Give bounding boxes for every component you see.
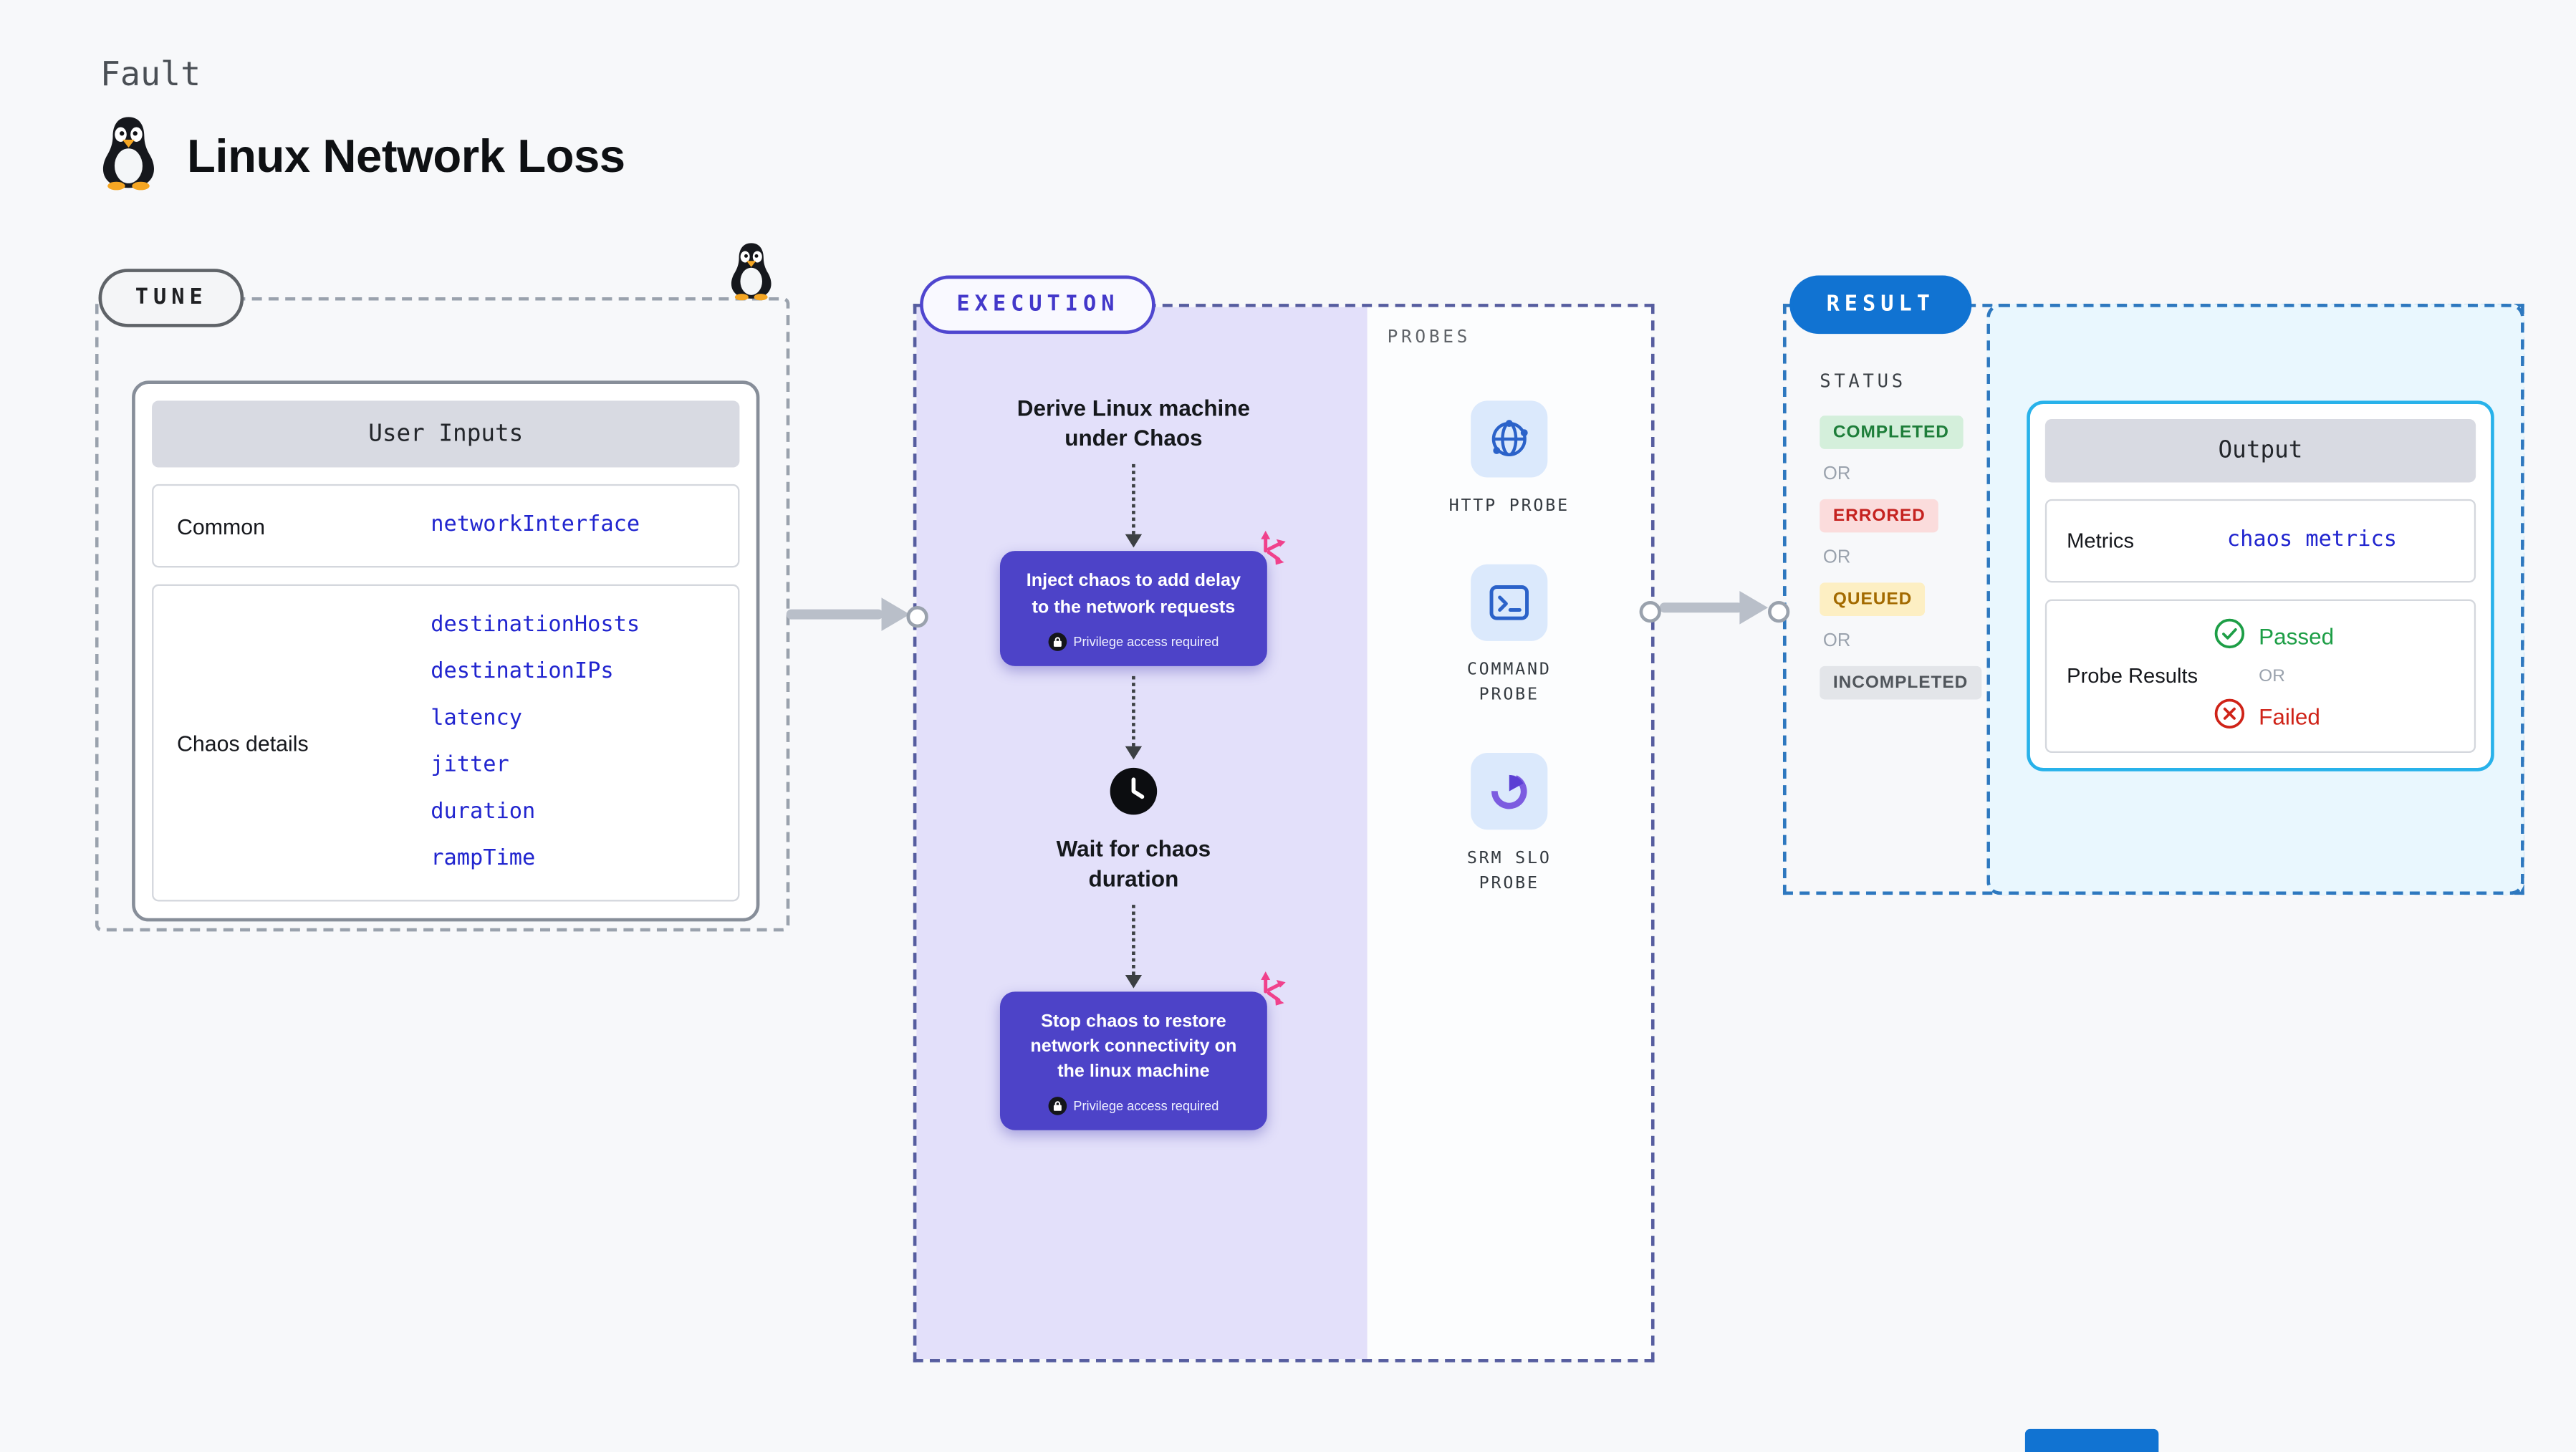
- execution-section: PROBES: [913, 275, 1655, 1362]
- output-panel: Output Metrics chaos metrics Probe Resul…: [1986, 304, 2524, 895]
- passed-result: Passed: [2214, 617, 2334, 654]
- user-inputs-header: User Inputs: [152, 400, 740, 468]
- flow-connector: [1125, 464, 1143, 549]
- wait-step-text: Wait for chaos duration: [1056, 835, 1211, 892]
- chaos-value: destinationHosts: [431, 612, 640, 638]
- user-inputs-card: User Inputs Common networkInterface Chao…: [132, 380, 760, 922]
- chaos-steps-panel: [916, 307, 1368, 1360]
- clock-icon: [1108, 766, 1158, 824]
- partial-blue-element: [2024, 1428, 2159, 1452]
- chaos-value: duration: [431, 799, 536, 825]
- privilege-text: Privilege access required: [1073, 1099, 1219, 1115]
- connector-dot: [1767, 600, 1790, 623]
- privilege-text: Privilege access required: [1073, 633, 1219, 649]
- failed-label: Failed: [2259, 703, 2320, 729]
- metrics-value: chaos metrics: [2226, 527, 2398, 553]
- x-circle-icon: [2214, 698, 2245, 734]
- metrics-row: Metrics chaos metrics: [2044, 499, 2476, 583]
- arrow-tune-to-execution: [786, 609, 883, 620]
- probe-name: SRM SLO PROBE: [1466, 849, 1552, 893]
- pie-chart-icon: [1471, 751, 1548, 830]
- arrow-head: [881, 597, 910, 631]
- arrow-head: [1739, 590, 1768, 625]
- output-card: Output Metrics chaos metrics Probe Resul…: [2027, 400, 2494, 771]
- lock-icon: [1048, 1097, 1067, 1116]
- status-badge-completed: COMPLETED: [1820, 415, 1963, 449]
- globe-network-icon: [1471, 400, 1548, 478]
- tune-section: TUNE User Inputs Common networkInterface: [95, 243, 790, 932]
- metrics-label: Metrics: [2067, 529, 2135, 553]
- lock-icon: [1048, 632, 1067, 651]
- result-pill: RESULT: [1789, 275, 1972, 335]
- connector-dot: [1639, 600, 1661, 623]
- status-badge-incompleted: INCOMPLETED: [1820, 665, 1981, 700]
- probe-results-values: Passed OR Failed: [2214, 617, 2334, 734]
- privilege-badge: Privilege access required: [1017, 1097, 1250, 1116]
- probe-results-row: Probe Results Passed OR: [2044, 599, 2476, 754]
- flow-connector: [1125, 675, 1143, 759]
- status-badge-queued: QUEUED: [1820, 582, 1926, 616]
- inject-step-text: Inject chaos to add delay to the network…: [1026, 572, 1241, 617]
- terminal-icon: [1471, 563, 1548, 640]
- or-label: OR: [1822, 630, 1851, 651]
- check-circle-icon: [2214, 617, 2245, 654]
- chaos-details-values: destinationHosts destinationIPs latency …: [431, 602, 640, 883]
- output-header: Output: [2044, 418, 2476, 483]
- chaos-flow: Derive Linux machine under Chaos: [999, 394, 1286, 1131]
- common-inputs-row: Common networkInterface: [152, 484, 740, 568]
- status-badge-errored: ERRORED: [1820, 499, 1939, 533]
- stop-step-text: Stop chaos to restore network connectivi…: [1030, 1011, 1237, 1082]
- common-label: Common: [177, 513, 265, 539]
- or-label: OR: [1822, 463, 1851, 484]
- tune-pill: TUNE: [98, 269, 244, 327]
- chaos-value: latency: [431, 706, 522, 731]
- probe-name: COMMAND PROBE: [1466, 660, 1552, 705]
- stop-chaos-node: Stop chaos to restore network connectivi…: [999, 971, 1286, 1131]
- probes-label: PROBES: [1387, 327, 1471, 347]
- inject-chaos-node: Inject chaos to add delay to the network…: [999, 531, 1286, 666]
- http-probe: HTTP PROBE: [1433, 400, 1586, 520]
- chaos-value: rampTime: [431, 846, 536, 872]
- or-label: OR: [2259, 665, 2285, 686]
- linux-tux-icon: [97, 113, 160, 198]
- arrow-execution-to-result: [1659, 602, 1744, 613]
- result-section: RESULT STATUS COMPLETED OR ERRORED OR QU…: [1782, 275, 2524, 895]
- or-label: OR: [1822, 547, 1851, 568]
- probes-panel: PROBES: [1367, 307, 1651, 1360]
- connector-dot: [906, 605, 928, 628]
- execution-pill: EXECUTION: [920, 275, 1156, 335]
- probe-name: HTTP PROBE: [1448, 497, 1570, 516]
- derive-step-text: Derive Linux machine under Chaos: [1017, 395, 1251, 451]
- passed-label: Passed: [2259, 623, 2335, 649]
- chaos-details-label: Chaos details: [177, 730, 309, 756]
- failed-result: Failed: [2214, 698, 2334, 734]
- command-probe: COMMAND PROBE: [1433, 563, 1586, 709]
- fault-title-row: Linux Network Loss: [97, 113, 625, 198]
- chaos-burst-icon: [1247, 530, 1287, 579]
- status-label: STATUS: [1820, 370, 1906, 393]
- srm-slo-probe: SRM SLO PROBE: [1433, 751, 1586, 898]
- common-value: networkInterface: [431, 512, 640, 538]
- status-column: STATUS COMPLETED OR ERRORED OR QUEUED OR…: [1820, 370, 1981, 700]
- chaos-burst-icon: [1247, 970, 1287, 1019]
- fault-title: Linux Network Loss: [187, 129, 625, 181]
- probe-results-label: Probe Results: [2067, 664, 2198, 688]
- flow-connector: [1125, 905, 1143, 989]
- chaos-value: jitter: [431, 753, 509, 779]
- privilege-badge: Privilege access required: [1017, 632, 1250, 651]
- fault-kind-label: Fault: [100, 53, 201, 94]
- chaos-details-row: Chaos details destinationHosts destinati…: [152, 584, 740, 902]
- chaos-value: destinationIPs: [431, 659, 614, 685]
- tux-icon-small: [726, 241, 777, 309]
